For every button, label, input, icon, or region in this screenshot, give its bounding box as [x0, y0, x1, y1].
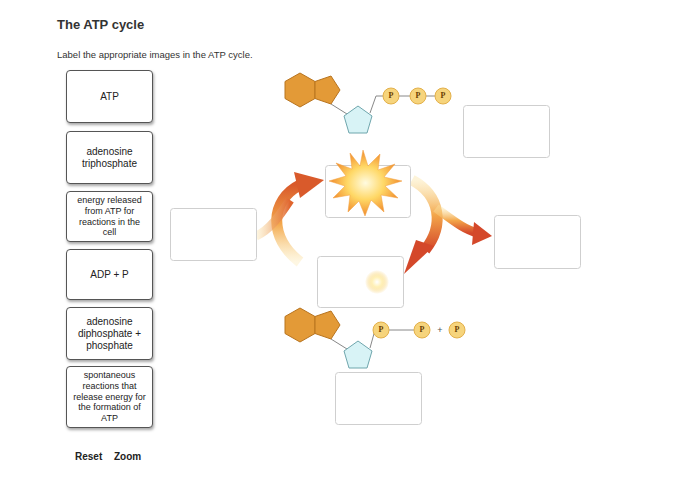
atp-molecule — [285, 73, 451, 133]
phosphate-label: P — [436, 89, 450, 103]
label-tile: ATP — [66, 70, 153, 123]
zoom-button: Zoom — [114, 451, 141, 462]
tile-text: energy released from ATP for reactions i… — [73, 195, 146, 238]
energy-burst — [329, 150, 402, 216]
phosphate-label: P — [374, 323, 388, 337]
tile-text: adenosine diphosphate + phosphate — [73, 316, 146, 352]
label-tile: adenosine diphosphate + phosphate — [66, 307, 153, 360]
phosphate-label: P — [450, 323, 464, 337]
tile-text: spontaneous reactions that release energ… — [73, 370, 146, 424]
tile-text: adenosine triphosphate — [73, 146, 146, 170]
label-tile: spontaneous reactions that release energ… — [66, 366, 153, 428]
energy-glow — [365, 270, 389, 294]
tile-text: ADP + P — [90, 269, 128, 281]
label-tile: energy released from ATP for reactions i… — [66, 191, 153, 242]
page-title: The ATP cycle — [57, 17, 144, 32]
reset-button: Reset — [75, 451, 102, 462]
tile-text: ATP — [100, 91, 119, 103]
instruction-text: Label the appropriate images in the ATP … — [57, 49, 253, 60]
phosphate-label: P — [384, 89, 398, 103]
phosphate-label: P — [415, 323, 429, 337]
adp-molecule — [285, 308, 465, 368]
plus-sign: + — [433, 323, 447, 337]
label-tile: adenosine triphosphate — [66, 131, 153, 184]
label-tile: ADP + P — [66, 249, 153, 300]
phosphate-label: P — [411, 89, 425, 103]
drop-boxes — [171, 106, 581, 425]
